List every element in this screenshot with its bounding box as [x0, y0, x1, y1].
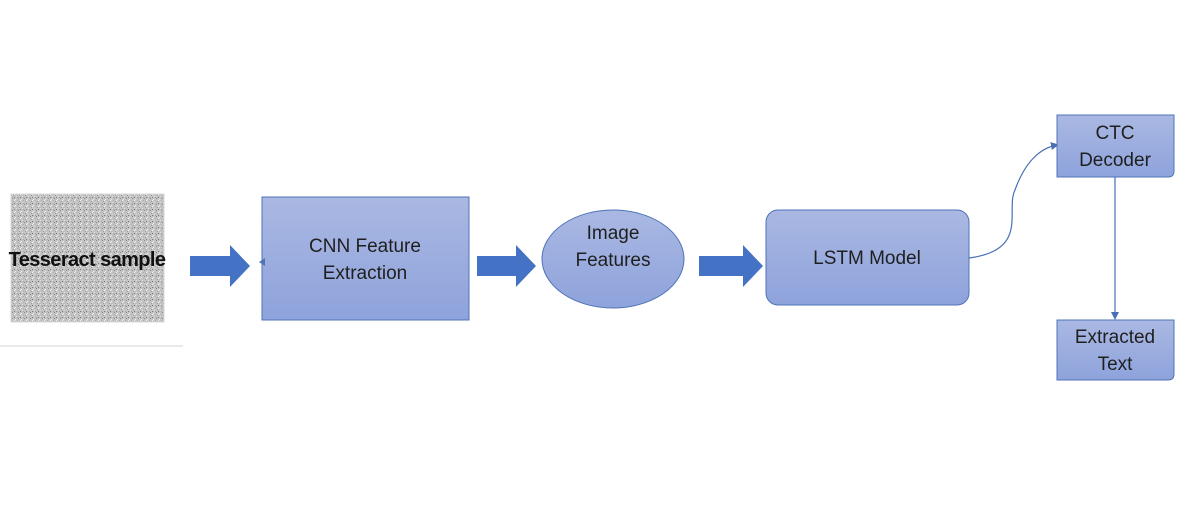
- block-arrow-1: [190, 245, 250, 287]
- features-label-line1: Image: [587, 223, 640, 244]
- ctc-label-line1: CTC: [1095, 123, 1134, 144]
- features-label-line2: Features: [576, 250, 651, 271]
- connection-point-icon: [259, 258, 265, 266]
- image-features-node: Image Features: [541, 209, 685, 309]
- output-label-line2: Text: [1098, 354, 1134, 375]
- ctc-label-line2: Decoder: [1079, 150, 1151, 171]
- block-arrow-3: [699, 245, 763, 287]
- lstm-label: LSTM Model: [813, 248, 921, 269]
- ctc-decoder-node: CTC Decoder: [1056, 114, 1175, 178]
- output-label-line1: Extracted: [1075, 327, 1155, 348]
- input-sample-image: Tesseract sample: [9, 193, 166, 323]
- extracted-text-node: Extracted Text: [1056, 319, 1175, 381]
- lstm-model-node: LSTM Model: [765, 209, 970, 306]
- cnn-label-line2: Extraction: [323, 263, 407, 284]
- cnn-label-line1: CNN Feature: [309, 236, 421, 257]
- input-sample-text: Tesseract sample: [9, 249, 166, 271]
- block-arrow-2: [477, 245, 536, 287]
- curved-connector: [968, 142, 1059, 259]
- cnn-feature-extraction-node: CNN Feature Extraction: [259, 196, 470, 321]
